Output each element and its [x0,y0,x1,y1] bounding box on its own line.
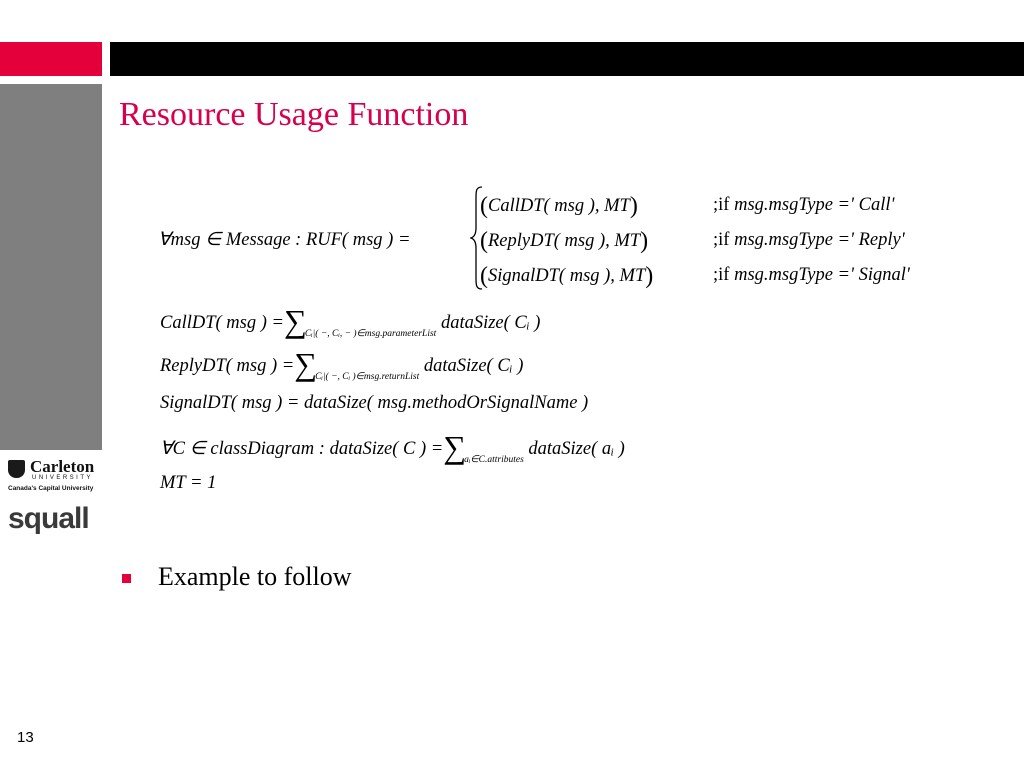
formula-ruf-lhs: ∀msg ∈ Message : RUF( msg ) = [158,230,411,250]
formula-replydt-sum-subscript: Cᵢ|( −, Cᵢ )∈msg.returnList [315,372,420,382]
sum-icon: ∑ [443,429,466,465]
formula-calldt-rhs: dataSize( Cᵢ ) [440,313,541,333]
carleton-logo: Carleton UNIVERSITY Canada's Capital Uni… [6,457,96,494]
slide-title: Resource Usage Function [119,96,469,133]
formula-replydt: ReplyDT( msg ) =∑Cᵢ|( −, Cᵢ )∈msg.return… [160,342,524,382]
formula-ruf-case3-value: SignalDT( msg ), MT [488,266,646,286]
formula-classdiagram-lhs: ∀C ∈ classDiagram : dataSize( C ) = [160,439,444,459]
bullet-square-icon [122,574,131,583]
formula-ruf-case2-value: ReplyDT( msg ), MT [488,231,641,251]
formula-ruf-case3-condition: ;if msg.msgType =' Signal' [713,265,910,286]
formula-ruf-case2-cond: msg.msgType =' Reply' [734,230,905,250]
header-red-bar [0,42,102,76]
formula-ruf-case2-if: ;if [713,230,730,250]
formula-classdiagram-sum-subscript: aᵢ∈C.attributes [464,455,524,465]
page-number: 13 [17,729,34,746]
sum-icon: ∑ [294,346,317,382]
carleton-logo-university: UNIVERSITY [32,475,94,481]
formula-ruf-case3-cond: msg.msgType =' Signal' [734,265,910,285]
formula-calldt-lhs: CallDT( msg ) = [160,313,285,333]
formula-ruf-case2-condition: ;if msg.msgType =' Reply' [713,230,905,251]
formula-signaldt: SignalDT( msg ) = dataSize( msg.methodOr… [160,393,589,413]
formula-ruf-case1: (CallDT( msg ), MT) [480,193,638,219]
formula-ruf-case3-if: ;if [713,265,730,285]
carleton-logo-tagline: Canada's Capital University [8,485,94,492]
squall-logo-text: squall [8,502,90,535]
sidebar-gray-panel [0,84,102,450]
formula-ruf-case1-value: CallDT( msg ), MT [488,196,630,216]
formula-ruf-case3: (SignalDT( msg ), MT) [480,263,654,289]
carleton-logo-name: Carleton [30,457,95,476]
header-black-bar [110,42,1024,76]
formula-classdiagram-rhs: dataSize( aᵢ ) [528,439,625,459]
formula-replydt-rhs: dataSize( Cᵢ ) [423,356,524,376]
formula-mt: MT = 1 [160,473,217,493]
formula-ruf-case1-if: ;if [713,195,730,215]
formula-ruf-case1-cond: msg.msgType =' Call' [734,195,895,215]
formula-replydt-lhs: ReplyDT( msg ) = [160,356,295,376]
formula-classdiagram: ∀C ∈ classDiagram : dataSize( C ) =∑aᵢ∈C… [160,425,625,465]
sum-icon: ∑ [284,303,307,339]
formula-ruf-case2: (ReplyDT( msg ), MT) [480,228,649,254]
formula-calldt-sum-subscript: Cᵢ|( −, Cᵢ, − )∈msg.parameterList [304,329,437,339]
squall-logo: squall [6,500,96,540]
carleton-crest-icon [8,460,25,478]
bullet-item: Example to follow [158,562,352,591]
left-brace-icon [470,186,483,290]
formula-calldt: CallDT( msg ) =∑Cᵢ|( −, Cᵢ, − )∈msg.para… [160,299,541,339]
formula-ruf-case1-condition: ;if msg.msgType =' Call' [713,195,894,216]
